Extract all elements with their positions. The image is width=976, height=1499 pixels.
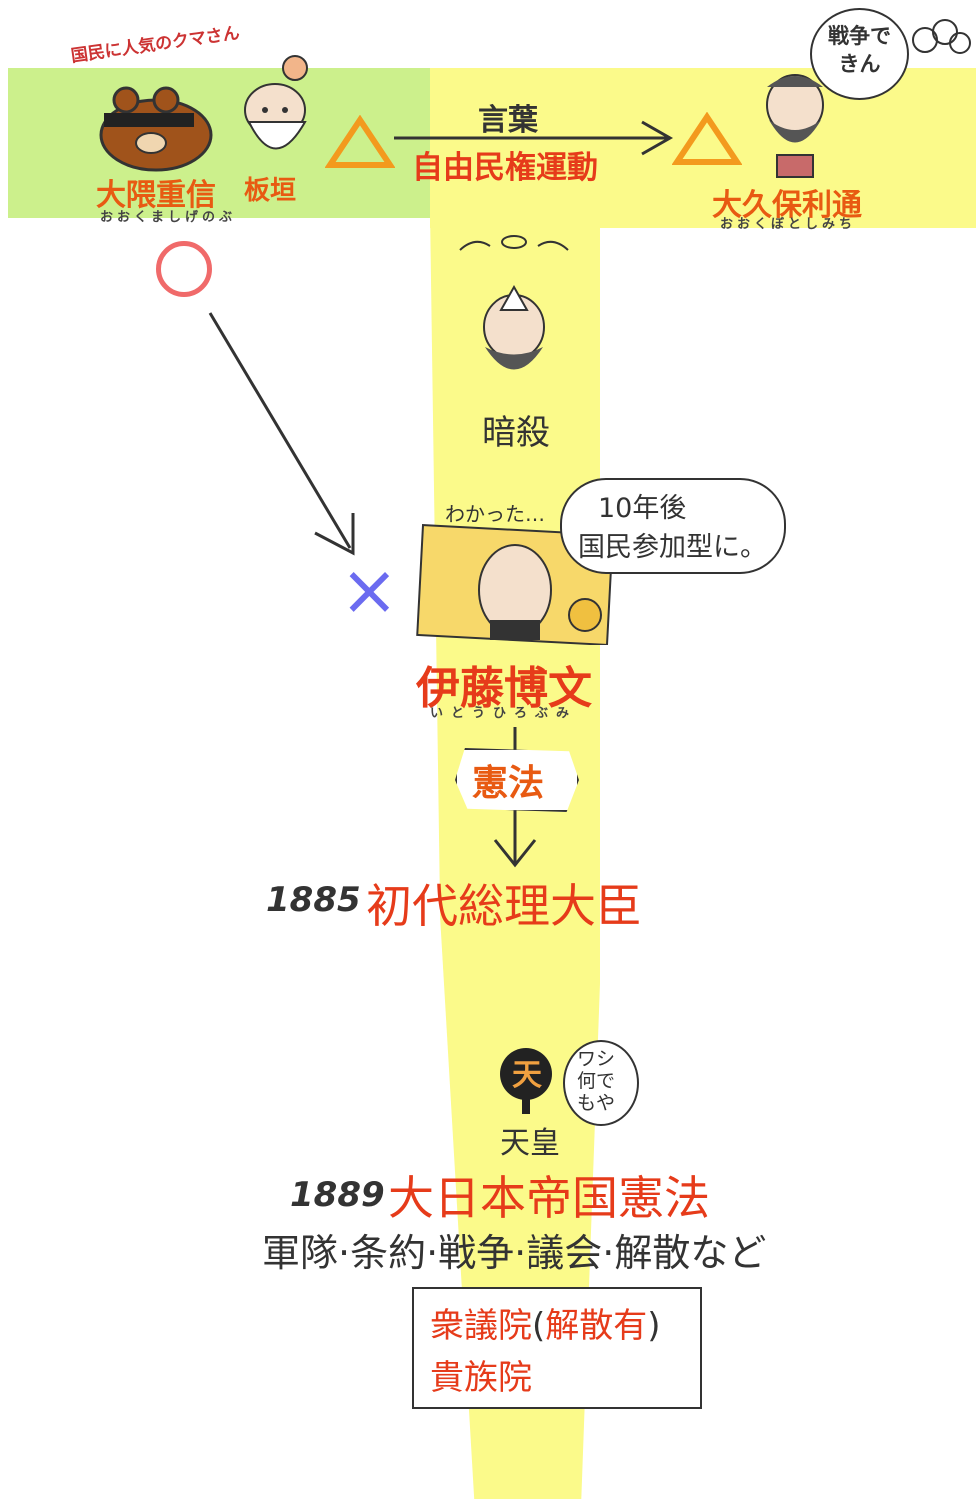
angry-cloud-icon xyxy=(912,19,971,54)
angel-okubo-icon xyxy=(459,235,569,370)
emperor-bubble-text: ワシ何でもや xyxy=(577,1048,616,1114)
right-arrow-icon xyxy=(394,120,674,156)
cross-mark: × xyxy=(340,549,399,631)
triangle-mark-left xyxy=(325,115,395,168)
event-first-prime-minister: 初代総理大臣 xyxy=(366,879,642,933)
itagaki-name: 板垣 xyxy=(244,176,297,206)
constitution-tag-text: 憲法 xyxy=(472,763,545,804)
upper-house: 貴族院 xyxy=(430,1358,532,1398)
lower-house-line: 衆議院(解散有) xyxy=(430,1298,661,1347)
emperor-icon-stem xyxy=(522,1098,530,1114)
ito-bubble-line2: 国民参加型に。 xyxy=(578,532,767,563)
okuma-name: 大隈重信 xyxy=(96,178,216,213)
emperor-powers: 軍隊·条約·戦争·議会·解散など xyxy=(262,1231,767,1275)
itagaki-portrait-icon xyxy=(244,55,308,150)
lower-note: 解散有 xyxy=(545,1306,648,1346)
year-1885: 1885 xyxy=(266,880,361,920)
lower-house: 衆議院 xyxy=(430,1306,532,1346)
year-1889: 1889 xyxy=(290,1175,385,1215)
okubo-name: 大久保利通 xyxy=(712,188,862,223)
ito-thought: わかった… xyxy=(445,502,545,526)
okubo-portrait-icon xyxy=(766,74,824,178)
diagonal-arrow-icon xyxy=(208,312,355,556)
ito-speech-bubble xyxy=(560,478,786,574)
okubo-ruby: おおくぼとしみち xyxy=(720,217,857,232)
okubo-speech-bubble xyxy=(810,8,909,100)
assassination-label: 暗殺 xyxy=(482,413,550,453)
emperor-icon-text: 天 xyxy=(512,1058,542,1093)
yellow-top-band xyxy=(430,68,976,228)
okuma-ruby: おおくましげのぶ xyxy=(100,210,237,225)
ito-ruby: いとうひろぶみ xyxy=(430,706,578,721)
emperor-label: 天皇 xyxy=(500,1126,560,1161)
okuma-caption: 国民に人気のクマさん xyxy=(69,23,241,67)
arrow-label-bottom: 自由民権運動 xyxy=(412,150,598,186)
okubo-bubble-text: 戦争できん xyxy=(828,24,891,76)
ito-bubble-line1: 10年後 xyxy=(598,493,687,524)
ito-name: 伊藤博文 xyxy=(416,663,592,714)
circle-mark xyxy=(156,241,212,297)
bear-icon xyxy=(99,86,213,172)
banknote-icon xyxy=(416,524,614,645)
triangle-mark-right xyxy=(672,112,742,165)
emperor-icon xyxy=(500,1048,552,1100)
arrow-label-top: 言葉 xyxy=(478,103,538,138)
diet-box xyxy=(412,1287,702,1409)
emperor-speech-bubble xyxy=(563,1040,639,1126)
lower-note-close: ) xyxy=(647,1306,661,1346)
lower-note-open: ( xyxy=(532,1306,546,1346)
event-constitution: 大日本帝国憲法 xyxy=(388,1171,710,1225)
